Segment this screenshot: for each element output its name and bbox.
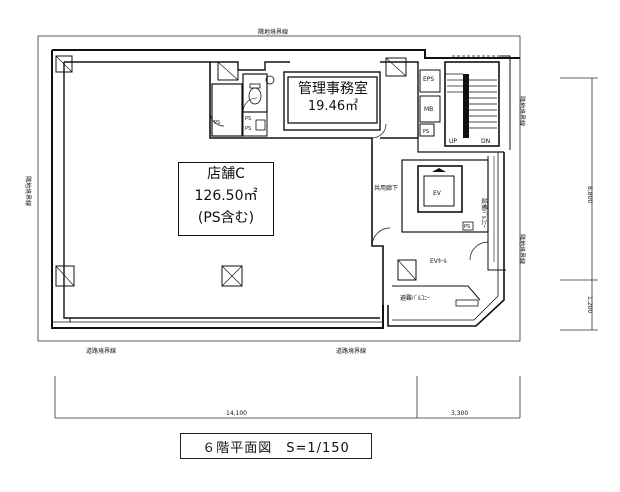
stair-enclosure bbox=[444, 61, 500, 147]
column-tl bbox=[55, 55, 73, 73]
dim-height-bottom: 1,200 bbox=[586, 296, 593, 313]
column-tm bbox=[217, 61, 239, 81]
boundary-label-bottom-right: 道路境界線 bbox=[336, 347, 366, 355]
outer-wall-left-bottom bbox=[51, 50, 384, 329]
ps-label-4: PS bbox=[423, 129, 429, 135]
column-tr bbox=[385, 57, 407, 77]
ps-box-ev bbox=[462, 221, 474, 231]
ps-room-right bbox=[419, 123, 435, 137]
ps-label-5: PS bbox=[464, 224, 470, 230]
evac-balcony-label: 避難ﾊﾞﾙｺﾆｰ bbox=[400, 294, 430, 302]
stair-center-wall bbox=[463, 74, 469, 138]
stair-up-label: UP bbox=[449, 138, 457, 145]
office-name: 管理事務室 bbox=[298, 81, 368, 97]
corridor-label: 共用廊下 bbox=[374, 184, 398, 192]
corridor-wall-top bbox=[417, 138, 504, 153]
balcony-inner bbox=[487, 156, 506, 271]
store-name: 店舗C bbox=[207, 166, 245, 182]
elevator-car bbox=[423, 175, 455, 207]
store-area: 126.50㎡ bbox=[194, 188, 258, 204]
boundary-label-right-top: 隣地境界線 bbox=[518, 96, 526, 126]
toilet-room bbox=[242, 73, 268, 113]
mb-room bbox=[419, 95, 441, 123]
elevator-shaft bbox=[417, 165, 463, 213]
column-bm bbox=[221, 265, 243, 287]
boundary-label-right-mid: 隣地境界線 bbox=[518, 234, 526, 264]
ev-hall-wall bbox=[401, 159, 489, 233]
store-inner-top bbox=[64, 61, 290, 71]
store-right-wall bbox=[209, 62, 384, 305]
balcony-side-label: 設備ﾊﾞﾙｺﾆｰ bbox=[480, 198, 488, 228]
store-room-label: 店舗C 126.50㎡ (PS含む) bbox=[178, 162, 274, 236]
boundary-label-top: 隣地境界線 bbox=[258, 28, 288, 36]
dim-height-main: 8,800 bbox=[586, 186, 593, 203]
boundary-label-left: 隣地境界線 bbox=[24, 176, 32, 206]
store-inner-left bbox=[63, 62, 380, 319]
site-boundary bbox=[37, 35, 521, 342]
balcony-outer bbox=[387, 152, 505, 327]
ps-block bbox=[211, 83, 243, 137]
store-note: (PS含む) bbox=[197, 210, 255, 226]
service-core bbox=[380, 61, 419, 139]
dim-width-left: 14,100 bbox=[226, 410, 247, 417]
mb-label: MB bbox=[424, 106, 433, 113]
ev-hall-label: EVﾎｰﾙ bbox=[430, 258, 447, 265]
ps-label-2: PS bbox=[245, 116, 251, 122]
eps-room bbox=[419, 69, 441, 93]
stair-down-label: DN bbox=[481, 138, 490, 145]
dim-width-right: 3,300 bbox=[451, 410, 468, 417]
outer-wall-top bbox=[52, 49, 520, 59]
ev-label: EV bbox=[433, 190, 442, 197]
stair-outer-wall bbox=[500, 55, 511, 150]
office-label-box bbox=[287, 76, 378, 124]
evac-balcony-rail bbox=[392, 285, 481, 301]
office-room-wall bbox=[283, 71, 381, 131]
ps-label-1: PS bbox=[214, 120, 220, 126]
column-bl bbox=[55, 265, 75, 287]
dimension-lines bbox=[54, 77, 598, 419]
boundary-label-bottom-left: 道路境界線 bbox=[86, 347, 116, 355]
stair-treads bbox=[445, 73, 497, 129]
drawing-caption: ６階平面図 S=1/150 bbox=[180, 433, 372, 459]
eps-label: EPS bbox=[423, 76, 434, 83]
office-area: 19.46㎡ bbox=[307, 99, 359, 114]
column-br bbox=[397, 259, 417, 281]
toilet-fixture bbox=[248, 87, 262, 105]
office-room-label: 管理事務室 19.46㎡ bbox=[289, 80, 377, 116]
ps-label-3: PS bbox=[245, 126, 251, 132]
sink-room bbox=[242, 111, 268, 137]
store-door-swing bbox=[371, 227, 391, 247]
